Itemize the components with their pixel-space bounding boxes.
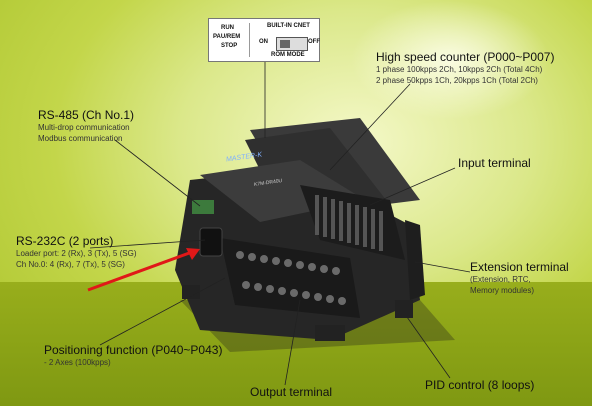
rs485-connector bbox=[192, 200, 214, 214]
input-terminal-pins bbox=[315, 195, 383, 251]
leader-extension bbox=[414, 261, 471, 273]
extension-terminal-side bbox=[405, 220, 425, 300]
mounting-foot-left bbox=[182, 285, 200, 299]
leader-rs485 bbox=[114, 139, 201, 207]
callout-positioning: Positioning function (P040~P043) - 2 Axe… bbox=[44, 343, 222, 368]
mounting-foot-right bbox=[395, 300, 413, 318]
leader-high-speed-counter bbox=[329, 83, 411, 171]
output-terminal-screws bbox=[236, 251, 346, 305]
mounting-foot-bottom bbox=[315, 325, 345, 341]
callout-title: PID control (8 loops) bbox=[425, 378, 535, 392]
callout-extension-terminal: Extension terminal (Extension, RTC, Memo… bbox=[470, 260, 569, 296]
background-glow bbox=[350, 0, 550, 120]
callout-rs232c: RS-232C (2 ports) Loader port: 2 (Rx), 3… bbox=[16, 234, 136, 270]
rom-mode-dip-switch bbox=[276, 37, 308, 51]
callout-title: RS-232C (2 ports) bbox=[16, 234, 114, 248]
red-arrow bbox=[87, 248, 200, 292]
callout-detail: (Extension, RTC, bbox=[470, 275, 531, 284]
callout-detail: 2 phase 50kpps 1Ch, 20kpps 1Ch (Total 2C… bbox=[376, 76, 538, 85]
callout-output-terminal: Output terminal bbox=[250, 385, 332, 399]
rs232c-port bbox=[199, 227, 223, 257]
callout-title: Output terminal bbox=[250, 385, 333, 399]
leader-rs232c bbox=[89, 239, 206, 249]
leader-input-terminal bbox=[369, 167, 456, 206]
callout-pid-control: PID control (8 loops) bbox=[425, 378, 534, 392]
switch-label-builtin-cnet: BUILT-IN CNET bbox=[267, 23, 310, 29]
callout-detail: - 2 Axes (100kpps) bbox=[44, 358, 111, 367]
leader-positioning bbox=[99, 277, 226, 346]
switch-label-run: RUN bbox=[221, 25, 234, 31]
switch-divider bbox=[249, 23, 250, 57]
switch-label-rom-mode: ROM MODE bbox=[271, 52, 305, 58]
callout-title: High speed counter (P000~P007) bbox=[376, 50, 555, 64]
callout-detail: Memory modules) bbox=[470, 286, 535, 295]
switch-label-off: OFF bbox=[308, 39, 320, 45]
callout-detail: 1 phase 100kpps 2Ch, 10kpps 2Ch (Total 4… bbox=[376, 65, 543, 74]
leader-output-terminal bbox=[284, 299, 301, 386]
callout-input-terminal: Input terminal bbox=[458, 156, 531, 170]
leader-lines bbox=[89, 60, 471, 386]
callout-title: Extension terminal bbox=[470, 260, 569, 274]
callout-high-speed-counter: High speed counter (P000~P007) 1 phase 1… bbox=[376, 50, 554, 86]
callout-detail: Ch No.0: 4 (Rx), 7 (Tx), 5 (SG) bbox=[16, 260, 125, 269]
callout-title: Positioning function (P040~P043) bbox=[44, 343, 223, 357]
callout-title: RS-485 (Ch No.1) bbox=[38, 108, 135, 122]
leader-pid bbox=[394, 299, 451, 379]
callout-rs485: RS-485 (Ch No.1) Multi-drop communicatio… bbox=[38, 108, 134, 144]
callout-title: Input terminal bbox=[458, 156, 531, 170]
mode-switch-panel: RUN PAU/REM STOP BUILT-IN CNET ON OFF RO… bbox=[208, 18, 320, 62]
callout-detail: Modbus communication bbox=[38, 134, 123, 143]
callout-detail: Loader port: 2 (Rx), 3 (Tx), 5 (SG) bbox=[16, 249, 137, 258]
switch-label-pau-rem: PAU/REM bbox=[213, 34, 241, 40]
switch-label-stop: STOP bbox=[221, 43, 238, 49]
switch-label-on: ON bbox=[259, 39, 268, 45]
callout-detail: Multi-drop communication bbox=[38, 123, 130, 132]
